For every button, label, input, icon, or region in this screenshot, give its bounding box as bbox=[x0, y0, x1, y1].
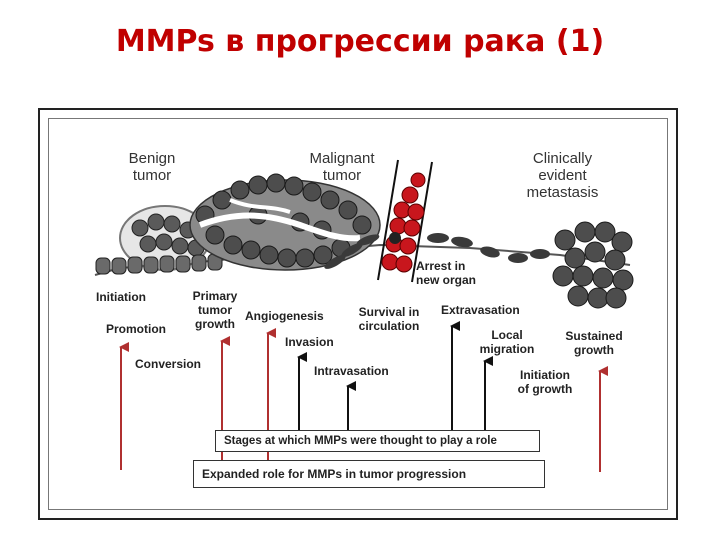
migrating-cells bbox=[427, 233, 550, 263]
slide-title: MMPs в прогрессии рака (1) bbox=[115, 24, 605, 59]
label-intravasation: Intravasation bbox=[314, 364, 389, 378]
label-survival-in-circulation: Survival in circulation bbox=[358, 305, 420, 333]
legend-thought-role: Stages at which MMPs were thought to pla… bbox=[215, 430, 540, 452]
black-arrows bbox=[297, 321, 493, 430]
label-invasion: Invasion bbox=[285, 335, 334, 349]
metastasis-mass bbox=[552, 221, 634, 309]
figure-inner-border bbox=[48, 118, 668, 510]
label-promotion: Promotion bbox=[106, 322, 166, 336]
invading-cells bbox=[324, 234, 380, 269]
blood-vessel bbox=[377, 159, 433, 283]
malignant-tumor-mass bbox=[189, 173, 381, 271]
label-initiation: Initiation bbox=[96, 290, 146, 304]
label-metastasis: Clinically evident metastasis bbox=[526, 150, 599, 201]
legend-expanded-role: Expanded role for MMPs in tumor progress… bbox=[193, 460, 545, 488]
label-extravasation: Extravasation bbox=[441, 303, 520, 317]
label-benign-tumor: Benign tumor bbox=[128, 150, 176, 184]
label-local-migration: Local migration bbox=[479, 328, 535, 356]
label-sustained-growth: Sustained growth bbox=[565, 329, 623, 357]
label-malignant-tumor: Malignant tumor bbox=[309, 150, 375, 184]
label-initiation-of-growth: Initiation of growth bbox=[517, 368, 573, 396]
label-angiogenesis: Angiogenesis bbox=[245, 309, 324, 323]
label-arrest-in-new-organ: Arrest in new organ bbox=[416, 259, 477, 287]
label-primary-tumor-growth: Primary tumor growth bbox=[192, 289, 238, 331]
label-conversion: Conversion bbox=[135, 357, 202, 371]
